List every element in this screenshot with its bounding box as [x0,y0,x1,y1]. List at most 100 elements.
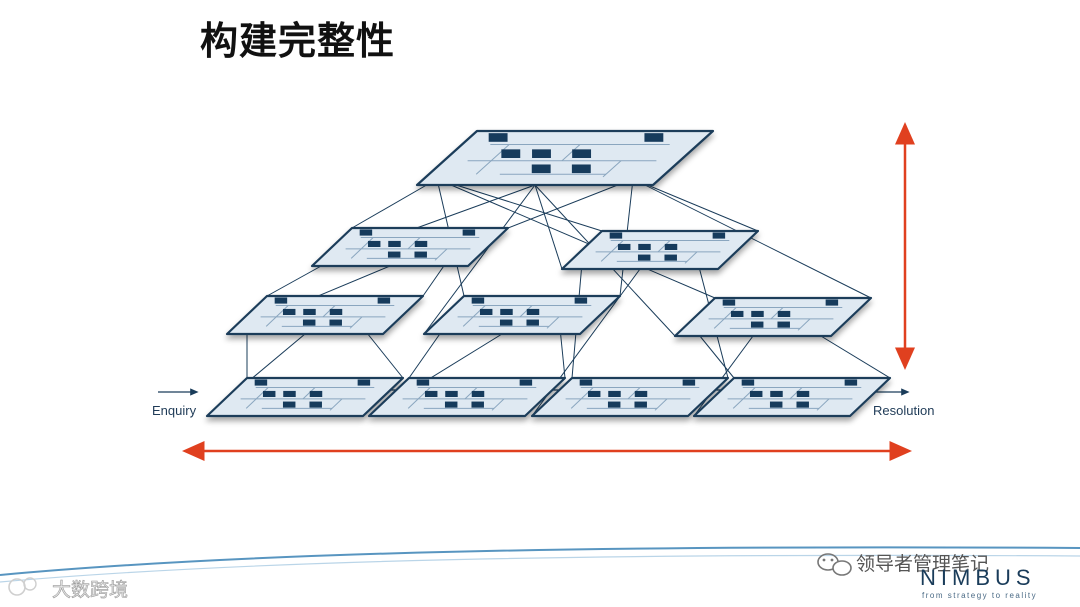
footer-curve [0,546,1080,576]
process-map-panel [205,376,405,418]
process-box [579,379,593,386]
process-box [844,379,858,386]
process-box [825,299,839,306]
process-box [712,232,726,239]
process-box [274,297,288,304]
process-box [414,240,428,247]
watermark-text: 大数跨境 [52,579,128,601]
panel-flow [595,232,730,264]
footer-curve-light [0,554,1080,583]
process-box [634,401,647,408]
process-box [479,308,493,315]
process-box [416,379,430,386]
process-box [722,299,736,306]
process-box [387,251,401,258]
process-box [637,254,651,261]
process-box [526,308,540,315]
process-box [377,297,391,304]
process-box [309,390,323,397]
process-box [501,149,521,158]
process-box [682,379,696,386]
process-box [283,390,296,397]
process-box [750,321,764,328]
enquiry-label: Enquiry [152,403,197,418]
process-box [303,308,316,315]
panel-flow [727,379,862,411]
process-map-panel [310,226,510,268]
process-box [777,321,790,328]
process-box [357,379,371,386]
process-panels [205,129,892,418]
process-box [329,319,342,326]
process-box [532,149,551,158]
process-box [571,164,591,174]
process-map-panel [692,376,892,418]
process-box [445,390,458,397]
resolution-label: Resolution [873,403,934,418]
process-box [664,243,678,250]
process-box [730,310,744,317]
process-box [531,164,551,174]
process-box [796,401,809,408]
process-box [526,319,539,326]
watermark-logo-icon [8,577,37,596]
process-box [471,297,485,304]
process-box [499,319,513,326]
process-box [367,240,381,247]
panel-flow [260,297,395,329]
process-box [634,390,648,397]
panel-flow [402,379,537,411]
process-box [609,232,623,239]
process-box [471,401,484,408]
process-box [607,401,621,408]
brand-tagline: from strategy to reality [922,591,1037,600]
process-box [770,390,783,397]
brand-name: NIMBUS [920,565,1036,590]
page-title: 构建完整性 [200,19,396,63]
process-map-panel [560,229,760,271]
panel-flow [565,379,700,411]
process-box [587,390,601,397]
process-box [644,133,664,142]
process-box [519,379,533,386]
process-box [282,401,296,408]
process-box [777,310,791,317]
process-box [751,310,764,317]
wechat-icon [817,553,852,576]
process-map-panel [367,376,567,418]
process-box [664,254,677,261]
panel-flow [467,133,670,178]
process-box [309,401,322,408]
process-box [500,308,513,315]
process-map-panel [225,294,425,336]
process-box [262,390,276,397]
process-map-panel [415,129,715,187]
process-box [769,401,783,408]
process-box [359,229,373,236]
process-box [462,229,476,236]
panel-flow [345,229,480,261]
process-map-panel [673,296,873,338]
process-map-panel [422,294,622,336]
process-box [488,133,508,142]
wechat-text: 领导者管理笔记 [856,553,989,575]
process-box [617,243,631,250]
process-box [574,297,588,304]
process-box [329,308,343,315]
process-box [749,390,763,397]
process-box [608,390,621,397]
process-map-panel [530,376,730,418]
process-box [796,390,810,397]
process-box [254,379,268,386]
process-box [282,308,296,315]
process-box [388,240,401,247]
process-box [424,390,438,397]
process-box [638,243,651,250]
panel-flow [708,299,843,331]
process-box [572,149,592,158]
process-box [414,251,427,258]
panel-flow [457,297,592,329]
process-box [302,319,316,326]
process-box [444,401,458,408]
